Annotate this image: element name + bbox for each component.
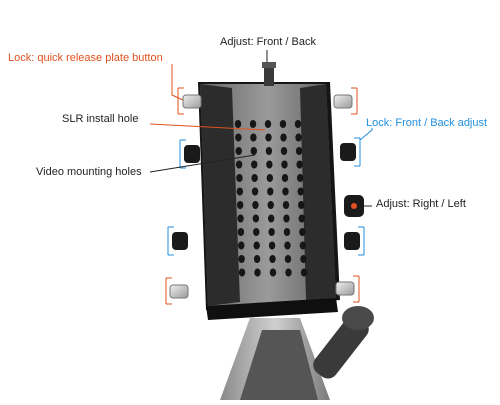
mounting-hole	[253, 228, 260, 236]
label-lock-front-back-adjust: Lock: Front / Back adjust	[366, 117, 488, 129]
mounting-hole	[284, 255, 292, 263]
mounting-hole	[250, 147, 258, 155]
mounting-hole	[235, 147, 242, 155]
mounting-hole	[296, 160, 303, 169]
mounting-hole	[249, 120, 257, 128]
mounting-hole	[253, 255, 261, 263]
leader-lines	[149, 50, 373, 207]
silver-knob-icon[interactable]	[169, 94, 355, 299]
mounting-hole	[280, 133, 287, 142]
felt-strip-right	[300, 84, 336, 300]
label-slr-install-hole: SLR install hole	[62, 113, 139, 125]
mounting-hole	[267, 187, 274, 196]
mounting-hole	[267, 214, 275, 223]
mounting-hole	[300, 268, 308, 277]
mounting-hole	[282, 201, 290, 209]
felt-strip-left	[200, 84, 240, 306]
mounting-hole	[295, 133, 302, 142]
mounting-hole	[251, 174, 258, 182]
mounting-hole	[267, 201, 274, 209]
mounting-hole	[295, 147, 303, 155]
mounting-hole	[238, 268, 246, 277]
label-adjust-right-left: Adjust: Right / Left	[376, 198, 466, 210]
mounting-hole	[252, 201, 259, 209]
mounting-hole	[294, 120, 302, 128]
mounting-hole	[238, 241, 245, 250]
label-adjust-front-back: Adjust: Front / Back	[220, 36, 316, 48]
mounting-hole	[237, 214, 244, 223]
black-knob-red-dot-icon[interactable]	[344, 195, 364, 217]
mounting-hole	[251, 187, 259, 196]
mounting-hole	[281, 174, 289, 182]
mounting-hole	[237, 228, 245, 236]
mounting-hole	[265, 147, 273, 155]
mounting-hole	[296, 174, 304, 182]
label-video-mounting-holes: Video mounting holes	[36, 166, 142, 178]
mounting-hole	[238, 255, 245, 263]
mounting-hole	[264, 120, 272, 128]
mounting-hole	[253, 241, 260, 250]
mounting-hole	[266, 160, 273, 169]
mounting-hole	[254, 268, 261, 277]
mounting-hole	[280, 147, 288, 155]
mounting-hole	[251, 160, 258, 169]
mounting-hole	[299, 228, 306, 236]
mounting-hole	[300, 255, 307, 263]
mounting-hole	[298, 214, 306, 223]
mounting-hole	[285, 268, 292, 277]
mounting-hole	[265, 133, 272, 142]
mount-plate	[198, 82, 340, 320]
mounting-hole	[283, 214, 290, 223]
mounting-hole	[297, 187, 304, 196]
label-lock-quick-release: Lock: quick release plate button	[8, 52, 163, 64]
stand-arm	[220, 306, 374, 400]
mounting-hole	[236, 201, 244, 209]
mounting-hole	[266, 174, 274, 182]
black-knob-icon[interactable]	[172, 143, 360, 250]
mounting-hole	[284, 241, 291, 250]
mounting-hole	[269, 268, 277, 277]
mounting-hole	[269, 255, 276, 263]
mounting-hole	[252, 214, 260, 223]
video-mounting-holes-grid	[234, 120, 308, 277]
mounting-hole	[268, 228, 275, 236]
mounting-hole	[282, 187, 289, 196]
mounting-hole	[236, 174, 243, 182]
mounting-hole	[279, 120, 287, 128]
mounting-hole	[235, 160, 243, 169]
mounting-hole	[283, 228, 291, 236]
mounting-hole	[299, 241, 307, 250]
blue-highlight-brackets	[167, 137, 365, 256]
mounting-hole	[298, 201, 305, 209]
mounting-hole	[234, 120, 242, 128]
red-highlight-brackets	[165, 87, 360, 305]
mounting-hole	[250, 133, 257, 142]
mounting-hole	[236, 187, 244, 196]
top-adjust-knob-icon[interactable]	[262, 62, 276, 86]
mounting-hole	[235, 133, 242, 142]
mounting-hole	[268, 241, 276, 250]
mounting-hole	[281, 160, 288, 169]
